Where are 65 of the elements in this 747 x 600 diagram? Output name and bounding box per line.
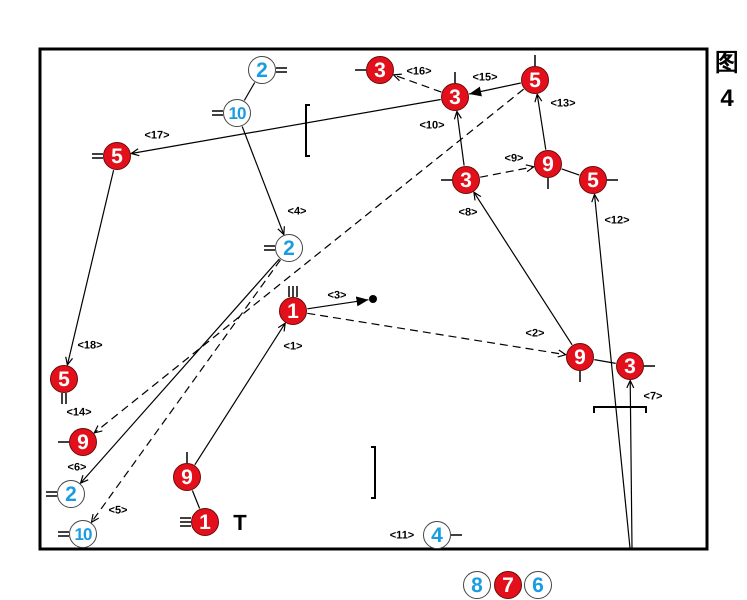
arrow: [626, 380, 634, 548]
player-marker: 3: [366, 56, 394, 84]
player-marker: 2: [248, 56, 276, 84]
edge-label: <16>: [405, 66, 433, 78]
player-marker: 8: [463, 571, 491, 599]
arrow: [65, 170, 114, 366]
player-marker: 5: [50, 365, 78, 393]
edge-label: <5>: [108, 506, 128, 516]
edge-label: <1>: [282, 342, 304, 352]
dashed-arrow: [307, 312, 566, 358]
connector-line: [244, 82, 256, 101]
edge-label: <12>: [603, 216, 631, 226]
figure-title: 图4: [714, 48, 740, 114]
dashed-arrow: [480, 164, 534, 178]
arrow: [469, 82, 521, 96]
edge-label: <15>: [471, 72, 499, 84]
player-marker: 2: [275, 234, 303, 262]
player-marker: 2: [57, 480, 85, 508]
player-marker: 7: [494, 571, 522, 599]
arrow: [194, 322, 286, 466]
letter-label: T: [233, 512, 247, 534]
dashed-arrow: [90, 259, 281, 523]
player-marker: 5: [579, 166, 607, 194]
arrow: [130, 98, 441, 156]
edge-label: <14>: [65, 408, 93, 418]
player-marker: 3: [441, 83, 469, 111]
arrow: [80, 258, 280, 484]
arrow: [454, 110, 465, 166]
player-marker: 5: [521, 66, 549, 94]
player-marker: 9: [69, 428, 97, 456]
end-dot: [369, 295, 377, 303]
player-marker: 10: [69, 520, 97, 548]
step-label: <11>: [388, 530, 416, 542]
edge-label: <8>: [458, 208, 478, 218]
player-marker: 9: [173, 463, 201, 491]
edge-label: <6>: [66, 462, 88, 474]
edge-label: <10>: [418, 120, 446, 132]
dashed-arrow: [94, 88, 524, 434]
edge-label: <2>: [524, 328, 546, 340]
player-marker: 5: [103, 142, 131, 170]
player-marker: 4: [423, 521, 451, 549]
player-marker: 3: [452, 166, 480, 194]
dashed-arrow: [393, 74, 442, 93]
arrow: [534, 94, 546, 150]
player-marker: 1: [279, 297, 307, 325]
player-marker: 10: [223, 99, 251, 127]
player-marker: 9: [566, 343, 594, 371]
edge-label: <9>: [504, 154, 524, 164]
arrow: [242, 126, 285, 236]
edge-label: <13>: [549, 98, 577, 110]
edge-label: <17>: [143, 130, 171, 142]
connector-line: [562, 168, 580, 176]
edge-label: <3>: [326, 290, 348, 302]
connector-line: [192, 490, 200, 509]
player-marker: 6: [524, 571, 552, 599]
edge-label: <18>: [76, 340, 104, 352]
arrow: [307, 296, 369, 310]
connector-line: [594, 359, 616, 364]
arrow: [591, 194, 631, 548]
edge-label: <7>: [642, 392, 664, 402]
player-marker: 1: [191, 508, 219, 536]
player-marker: 9: [534, 150, 562, 178]
player-marker: 3: [616, 352, 644, 380]
arrow: [473, 192, 573, 346]
edge-label: <4>: [286, 206, 308, 218]
